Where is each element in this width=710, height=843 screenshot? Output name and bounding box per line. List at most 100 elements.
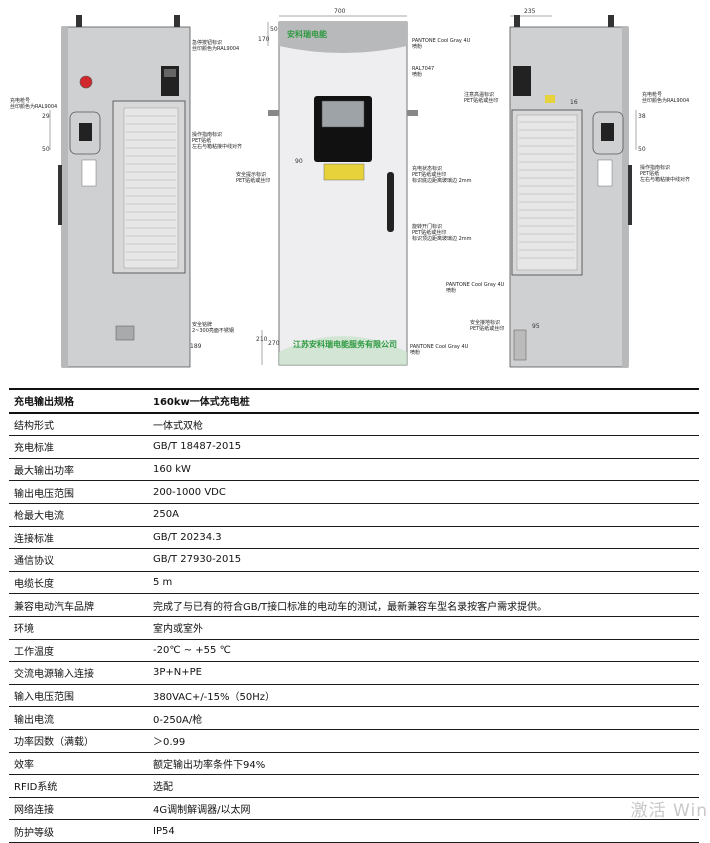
spec-value: 完成了与已有的符合GB/T接口标准的电动车的测试，最新兼容车型名录按客户需求提供…: [153, 601, 548, 613]
dim-side-38: 38: [638, 113, 646, 120]
spec-value: GB/T 20234.3: [153, 531, 222, 543]
spec-value: -20℃ ~ +55 ℃: [153, 644, 231, 656]
annotation-right-high-temp: 注意高温标识 PET贴纸或丝印: [464, 92, 499, 104]
spec-value: 一体式双枪: [153, 420, 203, 432]
spec-key: 功率因数（满载）: [14, 737, 94, 749]
dim-right-width: 235: [524, 8, 536, 15]
spec-key: 充电标准: [14, 443, 54, 455]
spec-row: 最大输出功率 160 kW: [9, 459, 699, 482]
spec-value: 0-250A/枪: [153, 714, 203, 726]
spec-row: 效率 额定输出功率条件下94%: [9, 753, 699, 776]
annotation-right-gun-number: 充电枪号 丝印颜色为RAL9004: [642, 92, 690, 104]
annotation-nameplate: 安全铭牌 2~300亮面不锈钢: [192, 322, 234, 334]
spec-row: 输出电压范围 200-1000 VDC: [9, 481, 699, 504]
annotation-front-pantone-bottom: PANTONE Cool Gray 4U 喷粉: [410, 344, 469, 356]
dim-side-50b: 50: [638, 146, 646, 153]
dim-top-50: 50: [270, 26, 278, 33]
annotation-front-pantone-top: PANTONE Cool Gray 4U 喷粉: [412, 38, 471, 50]
spec-key: 效率: [14, 759, 34, 771]
spec-key: RFID系统: [14, 782, 58, 794]
spec-value: 室内或室外: [153, 624, 203, 636]
spec-value: 380VAC+/-15%（50Hz）: [153, 692, 276, 704]
spec-key: 防护等级: [14, 827, 54, 839]
spec-row: 连接标准 GB/T 20234.3: [9, 527, 699, 550]
spec-row: 结构形式 一体式双枪: [9, 414, 699, 437]
spec-row: 输出电流 0-250A/枪: [9, 707, 699, 730]
dim-top-170: 170: [258, 36, 270, 43]
right-cabinet: [509, 15, 632, 368]
spec-key: 环境: [14, 624, 34, 636]
spec-key: 电缆长度: [14, 579, 54, 591]
dim-side-50: 50: [42, 146, 50, 153]
spec-key: 工作温度: [14, 646, 54, 658]
spec-key: 连接标准: [14, 533, 54, 545]
spec-key: 通信协议: [14, 556, 54, 568]
dim-front-width: 700: [334, 8, 346, 15]
spec-row: 功率因数（满载） ＞0.99: [9, 730, 699, 753]
spec-key: 网络连接: [14, 804, 54, 816]
spec-row: 防护等级 IP54: [9, 820, 699, 843]
dim-bottom-270: 270: [268, 340, 280, 347]
spec-key: 枪最大电流: [14, 511, 64, 523]
spec-key: 输入电压范围: [14, 692, 74, 704]
spec-key: 交流电源输入连接: [14, 669, 94, 681]
spec-value: 200-1000 VDC: [153, 486, 226, 498]
spec-value: ＞0.99: [153, 737, 186, 749]
spec-value: IP54: [153, 825, 175, 837]
spec-value: 4G调制解调器/以太网: [153, 804, 251, 816]
annotation-front-pantone-mid: PANTONE Cool Gray 4U 喷粉: [446, 282, 505, 294]
left-cabinet-grille: [126, 115, 176, 261]
spec-row: 网络连接 4G调制解调器/以太网: [9, 798, 699, 821]
spec-row: 交流电源输入连接 3P+N+PE: [9, 662, 699, 685]
annotation-right-ground: 安全接地标识 PET贴纸或丝印: [470, 320, 505, 332]
annotation-front-ral: RAL7047 喷粉: [412, 66, 435, 78]
spec-header-value: 160kw一体式充电桩: [153, 397, 250, 409]
annotation-emergency-stop: 急停按钮标识 丝印颜色为RAL9004: [192, 40, 240, 52]
dim-side-29: 29: [42, 113, 50, 120]
spec-key: 最大输出功率: [14, 466, 74, 478]
annotation-left-operation-guide: 操作指南标识 PET贴纸 左右与箱粘接中线对齐: [192, 132, 243, 150]
technical-drawing: 安科瑞电能 江苏安科瑞电能服务有限公司 700 235 50 170 29 50…: [0, 0, 710, 378]
front-cabinet: [268, 21, 418, 366]
spec-row: 兼容电动汽车品牌 完成了与已有的符合GB/T接口标准的电动车的测试，最新兼容车型名…: [9, 594, 699, 617]
annotation-left-gun-number: 充电枪号 丝印颜色为RAL9004: [10, 98, 58, 110]
spec-row: 枪最大电流 250A: [9, 504, 699, 527]
annotation-front-safety: 安全提示标识 PET贴纸或丝印: [236, 172, 271, 184]
spec-table: 充电输出规格 160kw一体式充电桩 结构形式 一体式双枪 充电标准 GB/T 18…: [9, 388, 699, 843]
company-name: 江苏安科瑞电能服务有限公司: [293, 340, 397, 349]
spec-value: GB/T 18487-2015: [153, 441, 242, 453]
spec-key: 结构形式: [14, 420, 54, 432]
spec-row: RFID系统 选配: [9, 775, 699, 798]
annotation-front-charge-status: 充电状态标识 PET贴纸或丝印 标识底边距离玻璃边 2mm: [412, 166, 472, 184]
spec-value: 250A: [153, 509, 179, 521]
spec-header-key: 充电输出规格: [14, 397, 74, 409]
spec-value: 3P+N+PE: [153, 667, 202, 679]
spec-value: 5 m: [153, 577, 173, 589]
dim-front-90: 90: [295, 158, 303, 165]
right-cabinet-grille: [519, 121, 575, 259]
dim-bottom-210: 210: [256, 336, 268, 343]
spec-row: 电缆长度 5 m: [9, 572, 699, 595]
spec-row: 通信协议 GB/T 27930-2015: [9, 549, 699, 572]
left-cabinet: [58, 15, 191, 368]
spec-row: 环境 室内或室外: [9, 617, 699, 640]
spec-row: 输入电压范围 380VAC+/-15%（50Hz）: [9, 685, 699, 708]
spec-key: 输出电压范围: [14, 488, 74, 500]
spec-key: 输出电流: [14, 714, 54, 726]
dim-bottom-189: 189: [190, 343, 202, 350]
spec-row: 工作温度 -20℃ ~ +55 ℃: [9, 640, 699, 663]
drawing-svg: [49, 15, 637, 368]
dim-side-16: 16: [570, 99, 578, 106]
activation-watermark: 激活 Win: [630, 801, 708, 821]
spec-key: 兼容电动汽车品牌: [14, 601, 94, 613]
spec-value: 选配: [153, 782, 173, 794]
spec-value: GB/T 27930-2015: [153, 554, 242, 566]
spec-row: 充电标准 GB/T 18487-2015: [9, 436, 699, 459]
spec-value: 160 kW: [153, 464, 191, 476]
spec-value: 额定输出功率条件下94%: [153, 759, 266, 771]
annotation-right-operation-guide: 操作指南标识 PET贴纸 左右与箱粘接中线对齐: [640, 165, 691, 183]
dim-bottom-95: 95: [532, 323, 540, 330]
brand-logo-text: 安科瑞电能: [287, 30, 327, 39]
annotation-front-rotate-open: 旋转开门标识 PET贴纸或丝印 标识顶边距离玻璃边 2mm: [412, 224, 472, 242]
spec-header-row: 充电输出规格 160kw一体式充电桩: [9, 388, 699, 414]
